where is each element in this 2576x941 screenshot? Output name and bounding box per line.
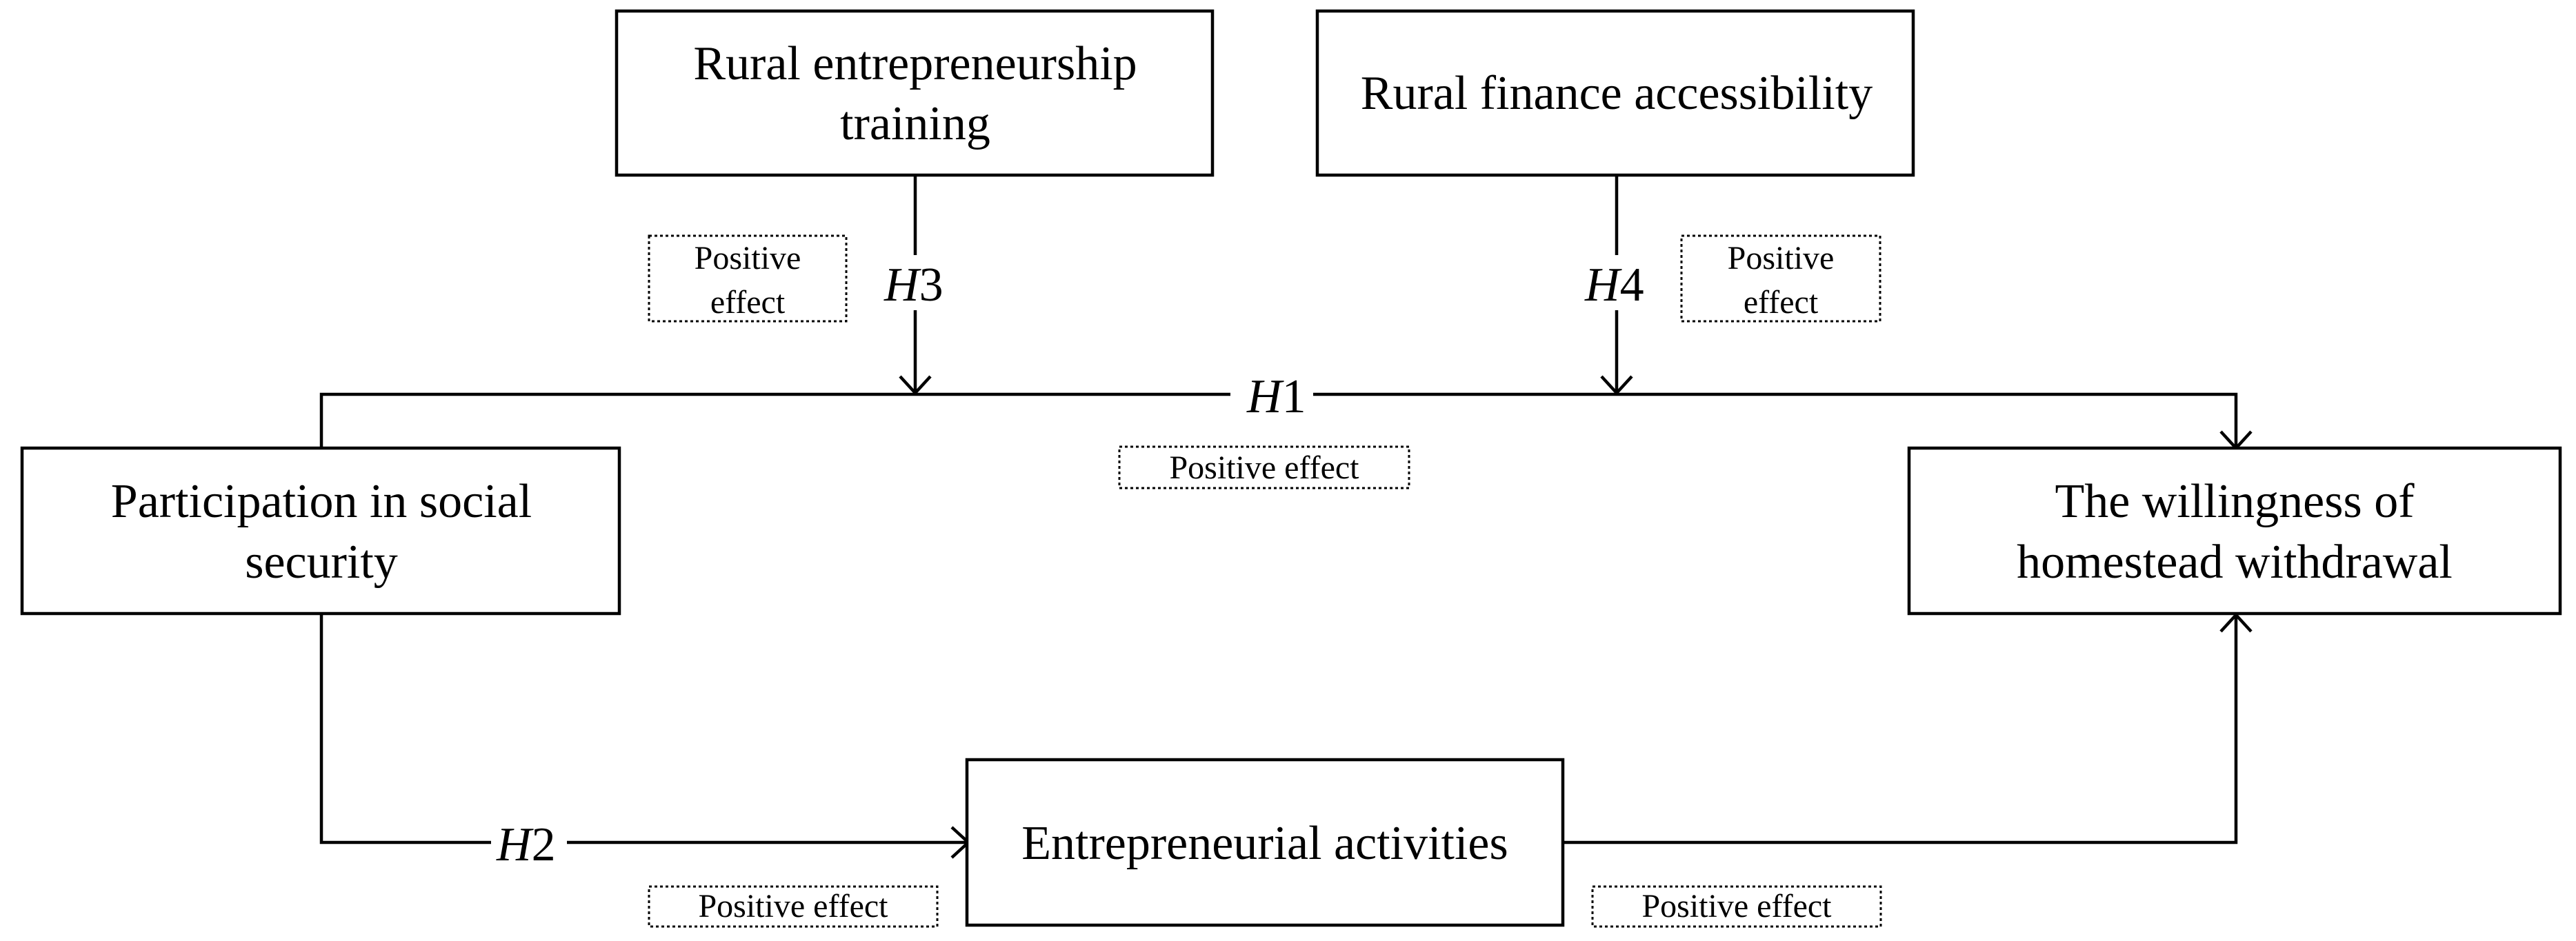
h4-effect-box: Positive effect [1680,234,1881,323]
node-label: The willingness of [2055,475,2415,528]
h1-label: H1 [1230,370,1313,423]
node-label: Rural entrepreneurship [693,37,1137,90]
node-label: Rural finance accessibility [1361,67,1873,120]
node-label: Participation in social [111,475,532,528]
effect-label: Positive [695,240,801,276]
svg-text:H1: H1 [1246,370,1306,423]
h4-number: 4 [1620,259,1644,312]
effect-label: Positive effect [698,888,888,924]
h3-number: 3 [919,259,943,312]
effect-label: effect [1744,284,1819,321]
mediator-path [1563,616,2238,844]
node-label: homestead withdrawal [2017,536,2453,589]
node-training: Rural entrepreneurship training [615,9,1215,177]
node-social-security: Participation in social security [20,446,621,616]
node-label: security [245,536,398,589]
node-willingness: The willingness of homestead withdrawal [1907,446,2562,616]
effect-label: effect [710,284,786,321]
effect-label: Positive effect [1641,888,1832,924]
node-entrepreneurial: Entrepreneurial activities [965,758,1565,927]
h2-path [319,614,967,844]
h1-letter: H [1246,370,1284,423]
h3-effect-box: Positive effect [648,234,848,323]
svg-text:H3: H3 [883,259,943,312]
svg-text:H2: H2 [496,818,556,871]
h2-letter: H [496,818,534,871]
h2-number: 2 [532,818,556,871]
node-label: Entrepreneurial activities [1021,817,1508,870]
h4-letter: H [1584,259,1622,312]
h4-label: H4 [1581,255,1655,312]
node-label: training [840,97,990,150]
h1-effect-box: Positive effect [1118,445,1410,489]
h4-arrowhead [1600,375,1633,396]
h2-right-effect-box: Positive effect [1591,885,1882,928]
effect-label: Positive [1728,240,1835,276]
node-finance: Rural finance accessibility [1315,9,1915,177]
h3-label: H3 [879,255,954,312]
h1-number: 1 [1282,370,1306,423]
h3-arrowhead [899,375,932,396]
h3-letter: H [883,259,921,312]
h2-label: H2 [491,818,567,871]
effect-label: Positive effect [1169,449,1359,486]
h2-left-effect-box: Positive effect [648,885,939,928]
svg-text:H4: H4 [1584,259,1644,312]
